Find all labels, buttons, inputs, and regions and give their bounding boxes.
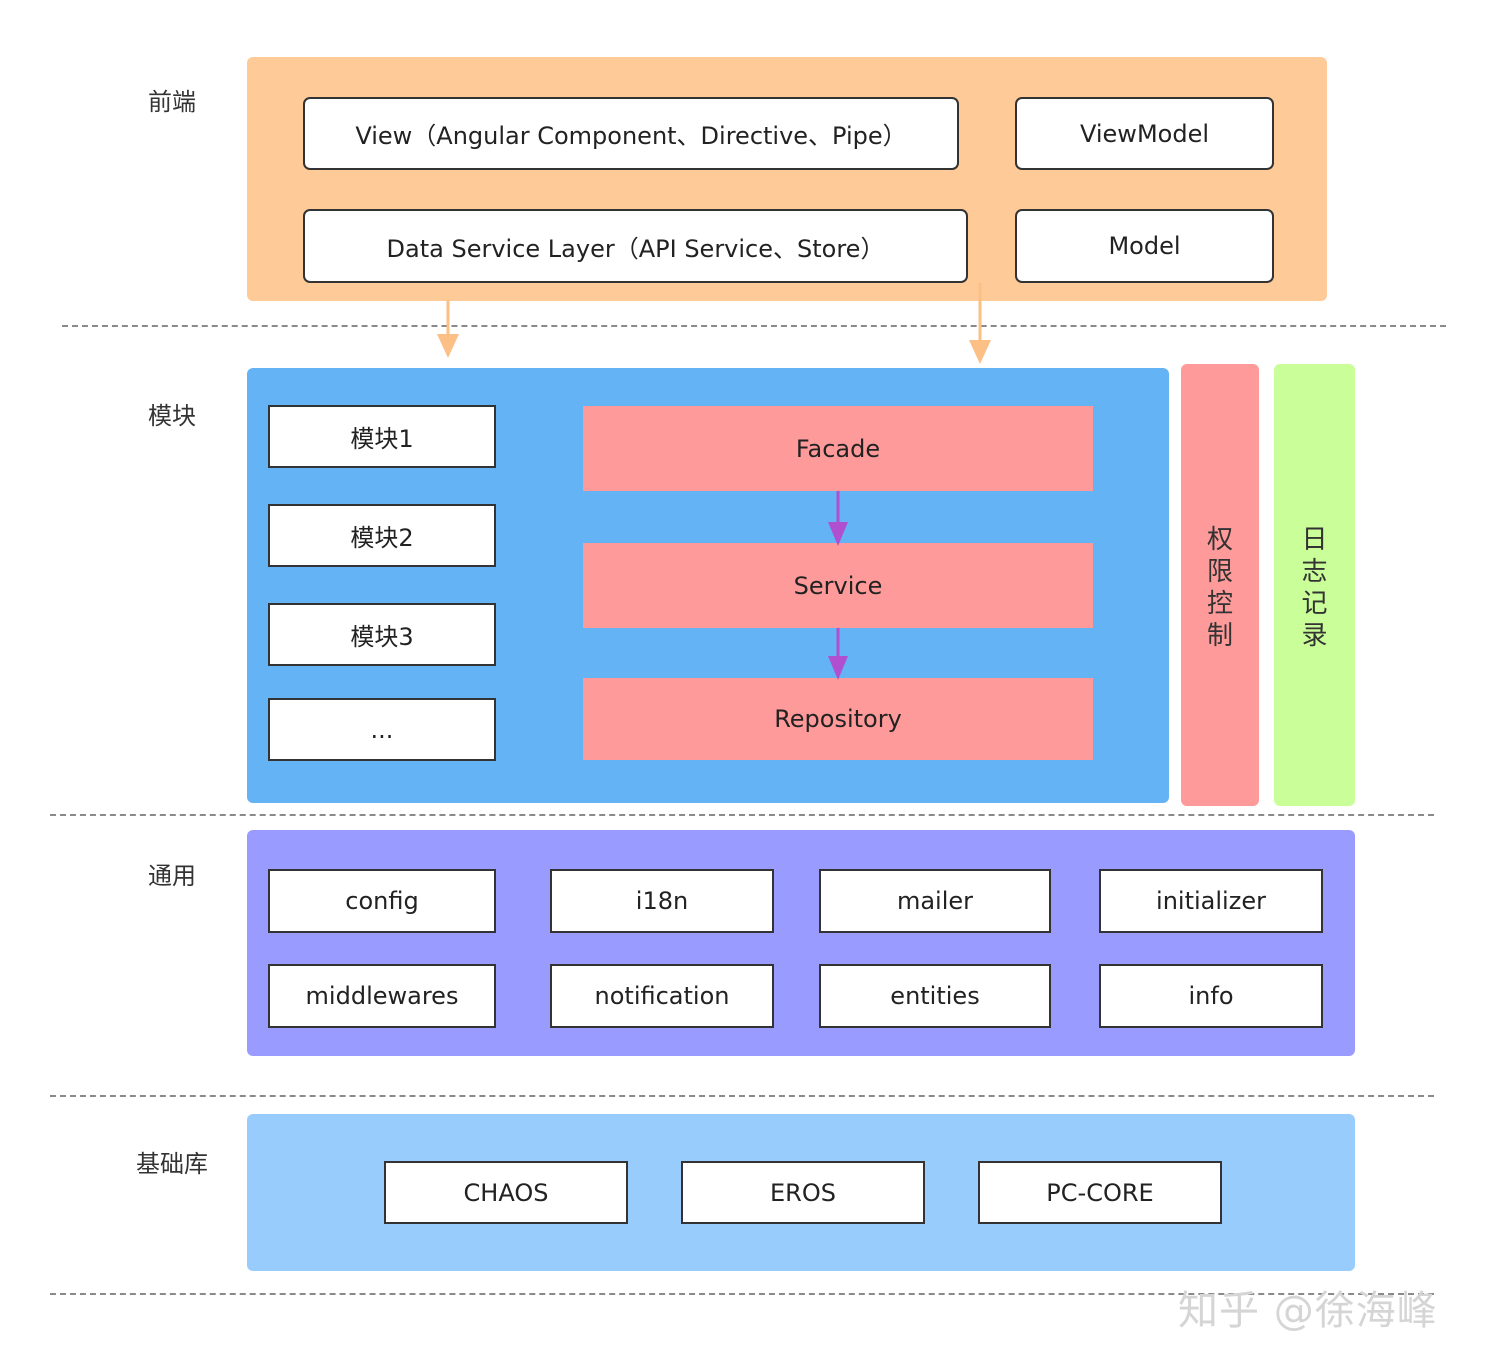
layer-label-frontend: 前端 bbox=[148, 88, 196, 116]
layer-label-base: 基础库 bbox=[136, 1150, 208, 1178]
common-item-info: info bbox=[1099, 964, 1323, 1028]
arrow-data-service-to-module bbox=[437, 300, 459, 358]
common-item-notification: notification bbox=[550, 964, 774, 1028]
module-item-more: ... bbox=[268, 698, 496, 761]
watermark: 知乎 @徐海峰 bbox=[1178, 1288, 1438, 1334]
module-panel: 模块1 模块2 模块3 ... Facade Service Repositor… bbox=[247, 368, 1169, 803]
arrow-facade-to-service bbox=[828, 491, 848, 546]
base-item-eros: EROS bbox=[681, 1161, 925, 1224]
permission-control-bar: 权限控制 bbox=[1181, 364, 1259, 806]
module-item-1: 模块1 bbox=[268, 405, 496, 468]
layer-label-common: 通用 bbox=[148, 862, 196, 890]
facade-box: Facade bbox=[583, 406, 1093, 491]
arrow-model-to-module bbox=[969, 283, 991, 364]
arrow-service-to-repository bbox=[828, 628, 848, 680]
common-item-i18n: i18n bbox=[550, 869, 774, 933]
separator-frontend-module bbox=[62, 325, 1446, 327]
view-box: View（Angular Component、Directive、Pipe） bbox=[303, 97, 959, 170]
base-item-chaos: CHAOS bbox=[384, 1161, 628, 1224]
common-item-mailer: mailer bbox=[819, 869, 1051, 933]
separator-common-base bbox=[50, 1095, 1434, 1097]
data-service-layer-box: Data Service Layer（API Service、Store） bbox=[303, 209, 968, 283]
base-item-pc-core: PC-CORE bbox=[978, 1161, 1222, 1224]
base-library-panel: CHAOS EROS PC-CORE bbox=[247, 1114, 1355, 1271]
viewmodel-box: ViewModel bbox=[1015, 97, 1274, 170]
permission-control-label: 权限控制 bbox=[1206, 525, 1233, 651]
repository-box: Repository bbox=[583, 678, 1093, 760]
module-item-2: 模块2 bbox=[268, 504, 496, 567]
service-box: Service bbox=[583, 543, 1093, 628]
common-item-config: config bbox=[268, 869, 496, 933]
common-item-entities: entities bbox=[819, 964, 1051, 1028]
separator-bottom bbox=[50, 1293, 1434, 1295]
layer-label-module: 模块 bbox=[148, 402, 196, 430]
common-item-middlewares: middlewares bbox=[268, 964, 496, 1028]
logging-bar: 日志记录 bbox=[1274, 364, 1355, 806]
logging-label: 日志记录 bbox=[1301, 525, 1328, 651]
common-item-initializer: initializer bbox=[1099, 869, 1323, 933]
common-panel: config i18n mailer initializer middlewar… bbox=[247, 830, 1355, 1056]
separator-module-common bbox=[50, 814, 1434, 816]
frontend-panel: View（Angular Component、Directive、Pipe） V… bbox=[247, 57, 1327, 301]
model-box: Model bbox=[1015, 209, 1274, 283]
module-item-3: 模块3 bbox=[268, 603, 496, 666]
